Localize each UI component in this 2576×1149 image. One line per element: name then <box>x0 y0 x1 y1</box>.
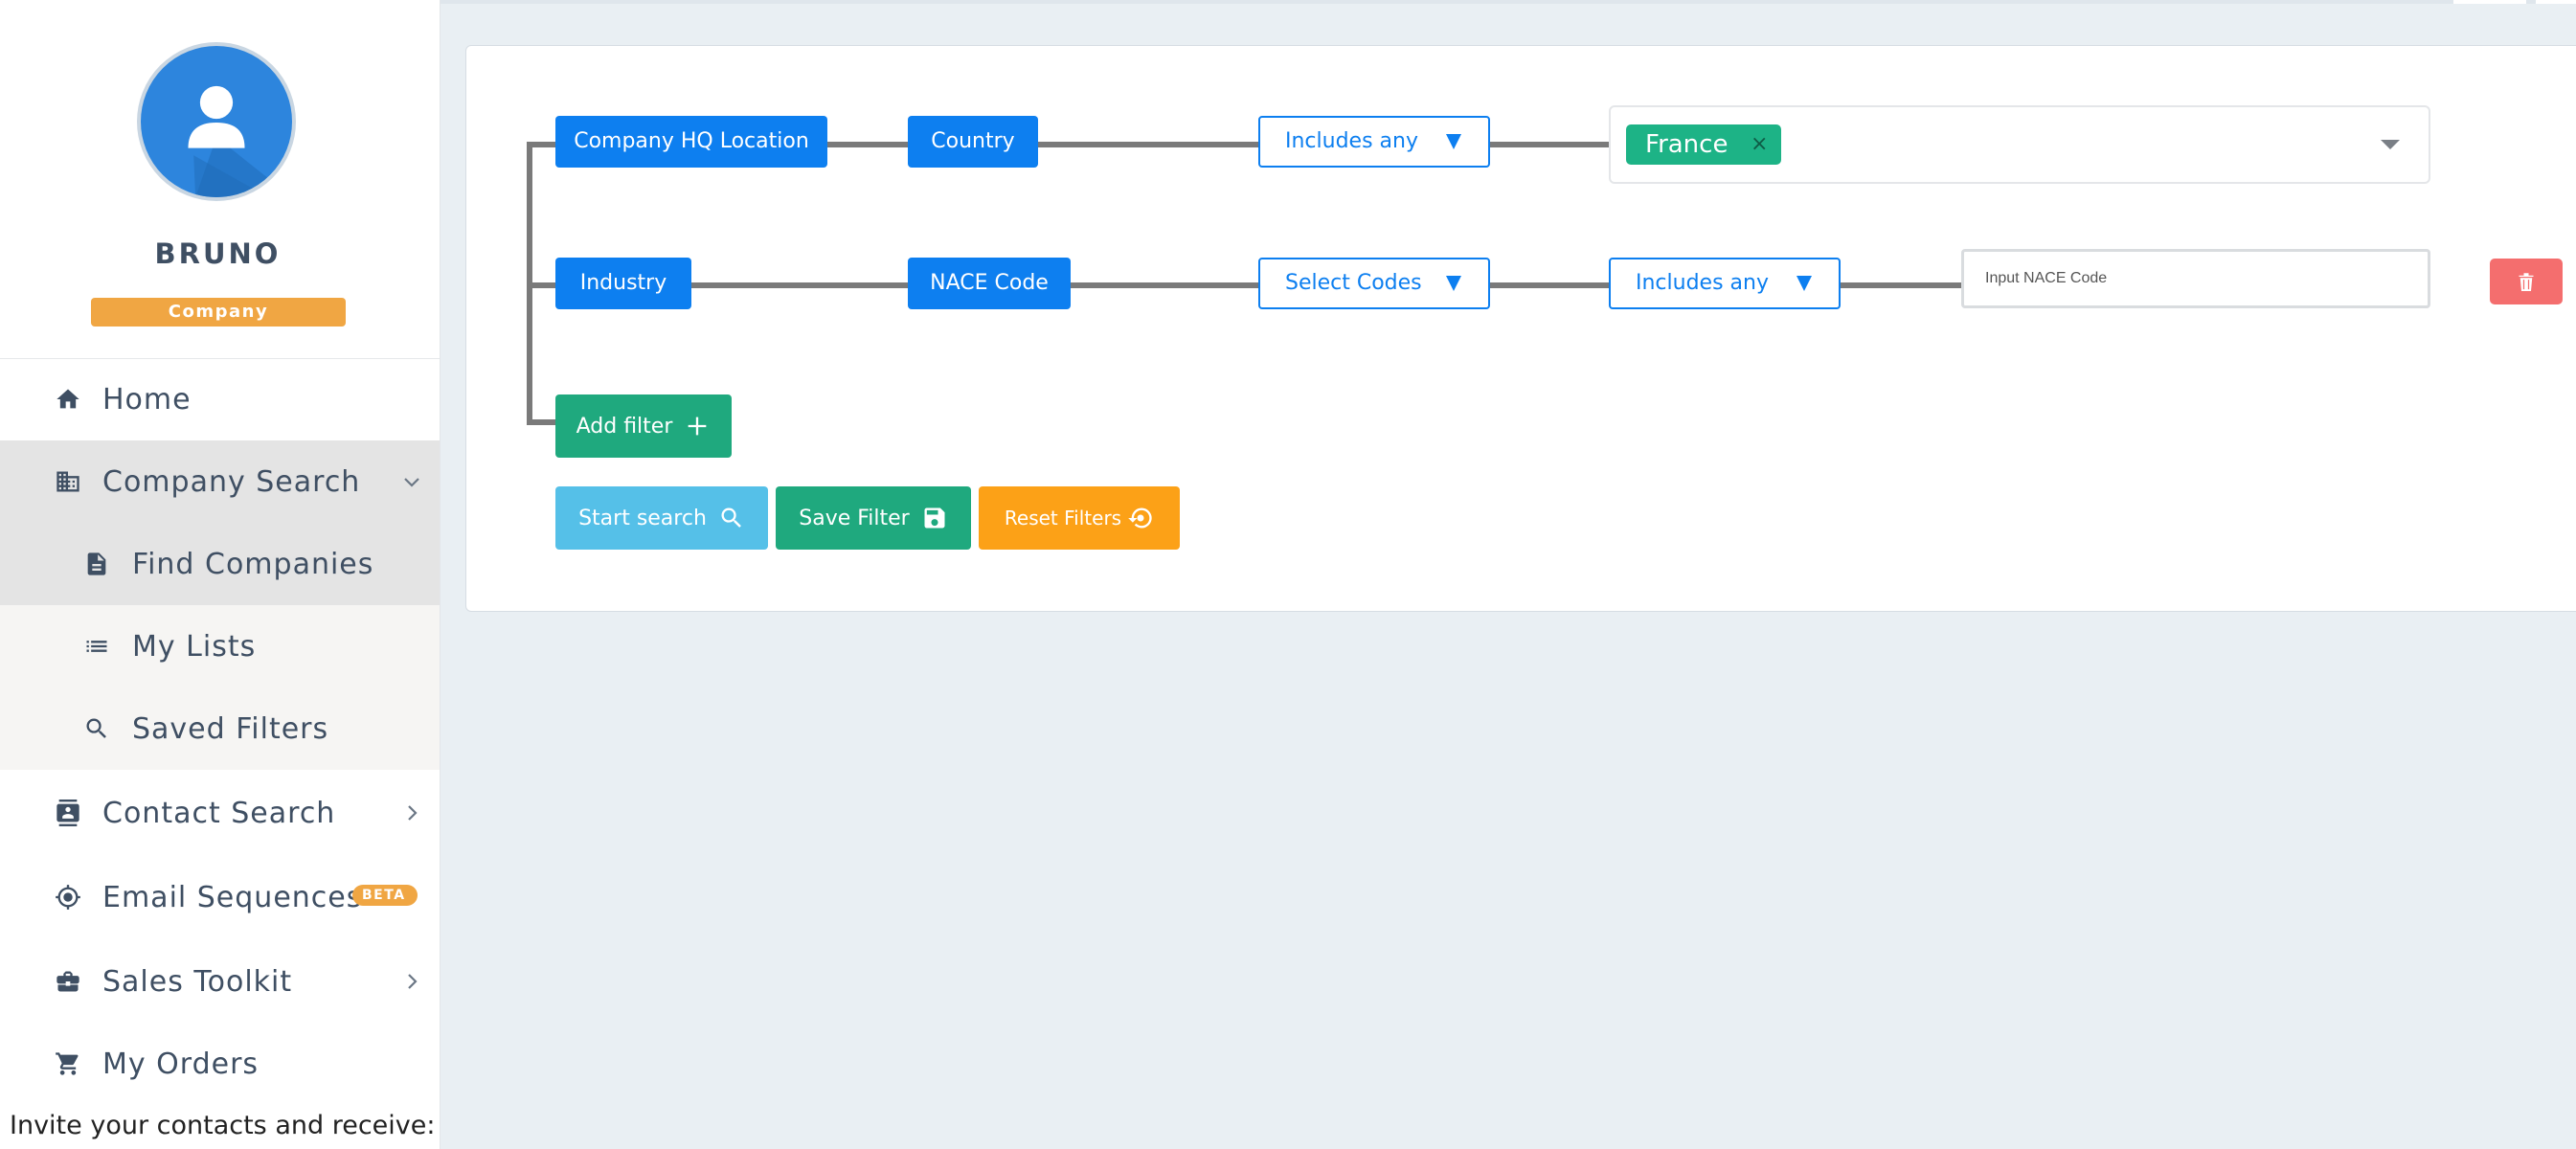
invite-text: Invite your contacts and receive: <box>10 1111 436 1140</box>
sidebar-item-label: Contact Search <box>102 796 336 830</box>
chevron-down-icon <box>400 470 423 493</box>
list-icon <box>82 632 111 661</box>
top-bar <box>441 0 2576 4</box>
dropdown-arrow-icon <box>1446 134 1461 149</box>
sidebar-divider <box>0 358 440 359</box>
sidebar-item-my-lists[interactable]: My Lists <box>0 605 440 687</box>
operator-select-value: Includes any <box>1636 271 1769 295</box>
contact-card-icon <box>54 799 82 827</box>
cart-icon <box>54 1049 82 1078</box>
building-icon <box>54 467 82 496</box>
beta-badge: BETA <box>352 885 418 906</box>
reset-icon <box>1128 507 1152 529</box>
country-tag: France × <box>1626 124 1782 165</box>
row-connector <box>1839 282 1963 288</box>
operator-select[interactable]: Includes any <box>1609 258 1841 309</box>
sidebar-item-label: Email Sequences <box>102 880 363 914</box>
sidebar-item-email-sequences[interactable]: Email Sequences BETA <box>0 856 440 938</box>
save-filter-button[interactable]: Save Filter <box>776 486 971 550</box>
reset-filters-button[interactable]: Reset Filters <box>979 486 1180 550</box>
sidebar-item-my-orders[interactable]: My Orders <box>0 1023 440 1105</box>
tree-connector <box>527 419 557 425</box>
row-connector <box>825 142 910 147</box>
reset-filters-label: Reset Filters <box>1004 507 1122 529</box>
sidebar-item-label: My Lists <box>132 629 257 664</box>
row-connector <box>1069 282 1260 288</box>
user-name: BRUNO <box>154 237 282 270</box>
operator-select[interactable]: Includes any <box>1258 116 1490 168</box>
code-select[interactable]: Select Codes <box>1258 258 1490 309</box>
start-search-button[interactable]: Start search <box>555 486 768 550</box>
chevron-right-icon <box>400 801 423 824</box>
sidebar: BRUNO Company Administrator Home Company… <box>0 0 441 1149</box>
floppy-disk-icon <box>924 507 945 529</box>
search-icon <box>82 714 111 743</box>
top-tab[interactable] <box>2536 0 2576 4</box>
add-filter-label: Add filter <box>576 414 673 439</box>
caret-down-icon[interactable] <box>2381 140 2400 149</box>
sidebar-sub-group <box>0 605 440 770</box>
plus-icon <box>689 417 707 436</box>
user-icon <box>188 85 292 197</box>
sidebar-item-home[interactable]: Home <box>0 358 440 440</box>
avatar[interactable] <box>137 42 296 201</box>
save-filter-label: Save Filter <box>799 506 910 530</box>
sidebar-item-find-companies[interactable]: Find Companies <box>0 523 440 605</box>
filter-category-button[interactable]: Industry <box>555 258 691 309</box>
country-tag-field[interactable]: France × <box>1609 105 2430 184</box>
sidebar-item-label: Home <box>102 382 192 417</box>
sidebar-item-label: Sales Toolkit <box>102 964 293 999</box>
tree-connector <box>527 142 557 147</box>
crosshair-icon <box>54 883 82 912</box>
dropdown-arrow-icon <box>1796 276 1812 291</box>
delete-filter-button[interactable] <box>2490 259 2563 304</box>
top-tab[interactable] <box>2453 0 2526 4</box>
sidebar-item-label: My Orders <box>102 1047 260 1081</box>
add-filter-button[interactable]: Add filter <box>555 394 732 458</box>
country-tag-label: France <box>1645 130 1729 159</box>
row-connector <box>1036 142 1260 147</box>
code-select-value: Select Codes <box>1285 271 1422 295</box>
row-connector <box>1488 142 1611 147</box>
chevron-right-icon <box>400 970 423 993</box>
start-search-label: Start search <box>578 506 707 530</box>
filter-category-button[interactable]: Company HQ Location <box>555 116 827 168</box>
sidebar-item-sales-toolkit[interactable]: Sales Toolkit <box>0 940 440 1023</box>
dropdown-arrow-icon <box>1446 276 1461 291</box>
sidebar-item-label: Company Search <box>102 464 361 499</box>
sidebar-item-label: Saved Filters <box>132 711 329 746</box>
tag-remove-icon[interactable]: × <box>1751 132 1769 156</box>
filter-field-button[interactable]: Country <box>908 116 1038 168</box>
sidebar-item-saved-filters[interactable]: Saved Filters <box>0 687 440 770</box>
operator-select-value: Includes any <box>1285 129 1418 153</box>
filter-field-button[interactable]: NACE Code <box>908 258 1071 309</box>
trash-icon <box>2519 273 2534 291</box>
briefcase-icon <box>54 967 82 996</box>
document-icon <box>82 550 111 578</box>
home-icon <box>54 385 82 414</box>
tree-connector <box>527 282 557 288</box>
sidebar-item-contact-search[interactable]: Contact Search <box>0 772 440 854</box>
sidebar-item-company-search[interactable]: Company Search <box>0 440 440 523</box>
role-badge: Company Administrator <box>91 298 346 350</box>
nace-code-input[interactable] <box>1961 249 2430 308</box>
row-connector <box>689 282 910 288</box>
search-icon <box>721 507 741 528</box>
row-connector <box>1488 282 1609 288</box>
sidebar-item-label: Find Companies <box>132 547 374 581</box>
sidebar-active-group <box>0 440 440 605</box>
